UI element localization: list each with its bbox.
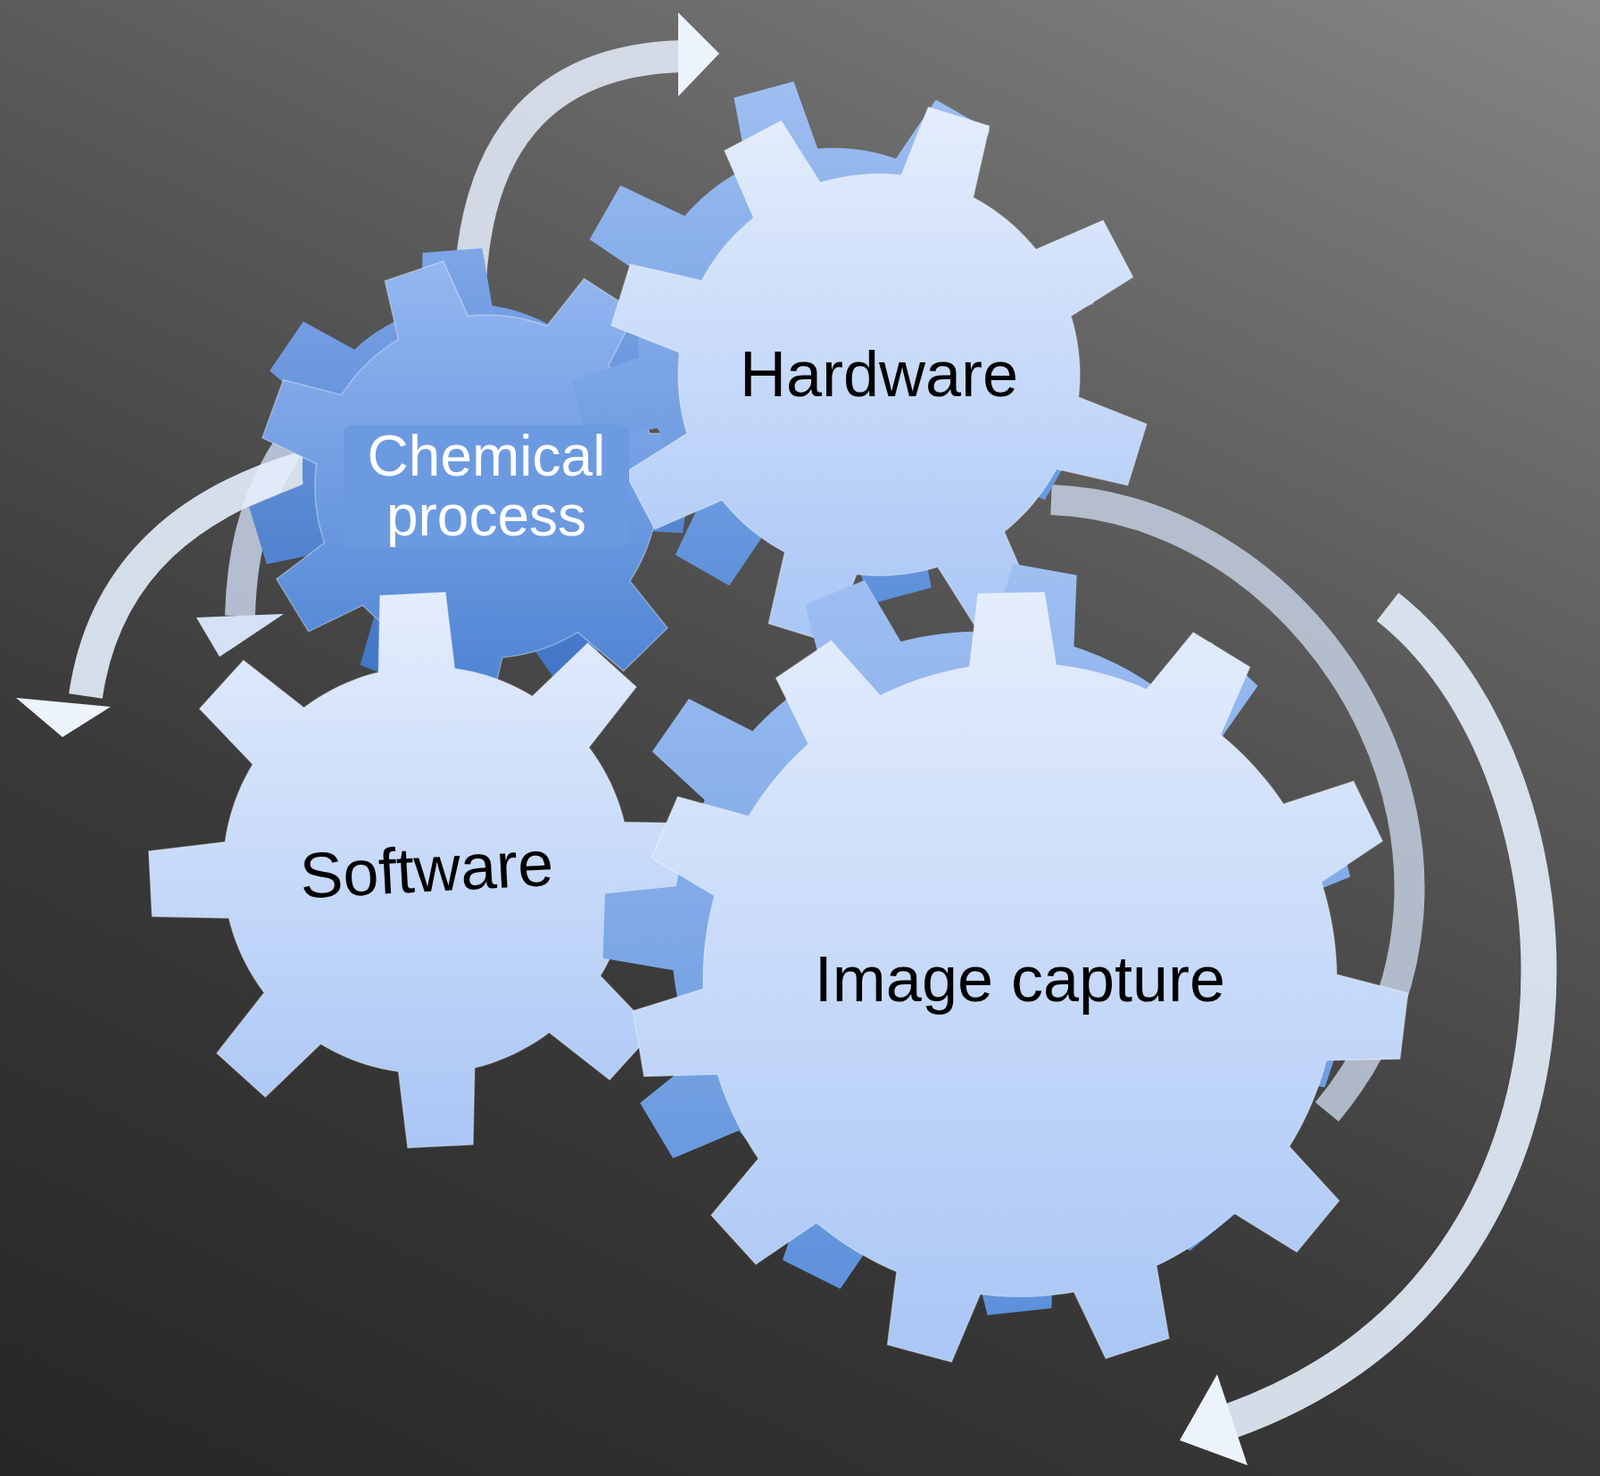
- gear-front: [611, 107, 1147, 643]
- gear-label-box: Software: [298, 829, 556, 911]
- gear-label-box: Image capture: [814, 945, 1226, 1014]
- gear-front: [632, 592, 1408, 1362]
- gear-label: Software: [298, 829, 556, 911]
- arrow-head: [1179, 1374, 1248, 1466]
- gear-node: Software: [148, 591, 705, 1149]
- gear-front: [149, 592, 705, 1149]
- gear-node: Image capture: [631, 591, 1409, 1368]
- gear-label: Image capture: [814, 945, 1226, 1014]
- gear-label-box: Hardware: [739, 340, 1019, 409]
- gear-node: Hardware: [606, 102, 1152, 647]
- arrow-head: [16, 697, 111, 738]
- gear-label-box: Chemical process: [343, 424, 630, 548]
- arrow-head: [678, 12, 720, 97]
- gear-label: Hardware: [739, 340, 1019, 409]
- gear-label: Chemical process: [343, 424, 630, 548]
- arrow-head: [196, 613, 284, 657]
